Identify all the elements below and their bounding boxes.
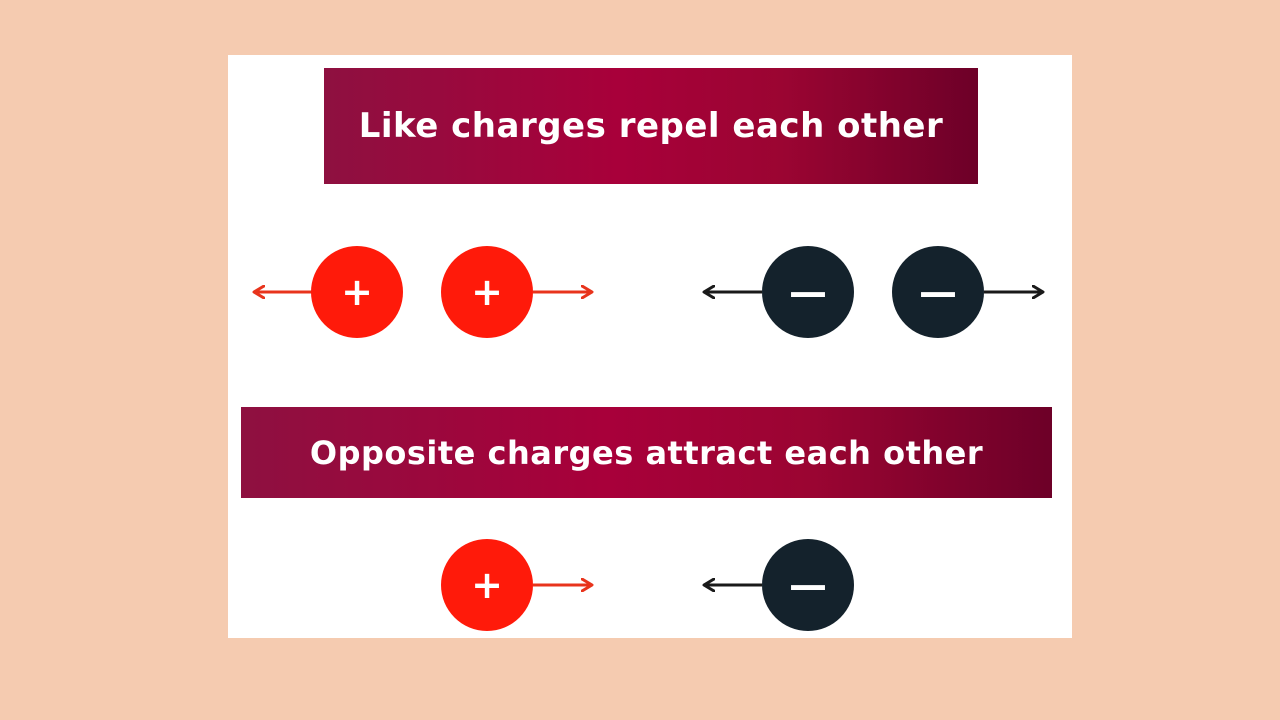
positive-charge-attract: [441, 539, 533, 631]
negative-symbol-left: —: [789, 270, 827, 314]
charges-diagram: + + — — + —: [228, 246, 1072, 631]
positive-symbol-right: +: [471, 270, 503, 314]
positive-symbol-left: +: [341, 270, 373, 314]
negative-symbol-attract: —: [789, 563, 827, 607]
negative-charge-right: [892, 246, 984, 338]
positive-charge-right: [441, 246, 533, 338]
positive-symbol-attract: +: [471, 563, 503, 607]
opposite-charges-text: Opposite charges attract each other: [309, 433, 984, 472]
diagram-card: Like charges repel each other Opposite c…: [228, 55, 1072, 638]
like-charges-text: Like charges repel each other: [358, 106, 944, 146]
positive-charge-left: [311, 246, 403, 338]
negative-charge-attract: [762, 539, 854, 631]
negative-symbol-right: —: [919, 270, 957, 314]
opposite-charges-banner: Opposite charges attract each other: [241, 407, 1052, 498]
like-charges-banner: Like charges repel each other: [324, 68, 978, 184]
negative-charge-left: [762, 246, 854, 338]
